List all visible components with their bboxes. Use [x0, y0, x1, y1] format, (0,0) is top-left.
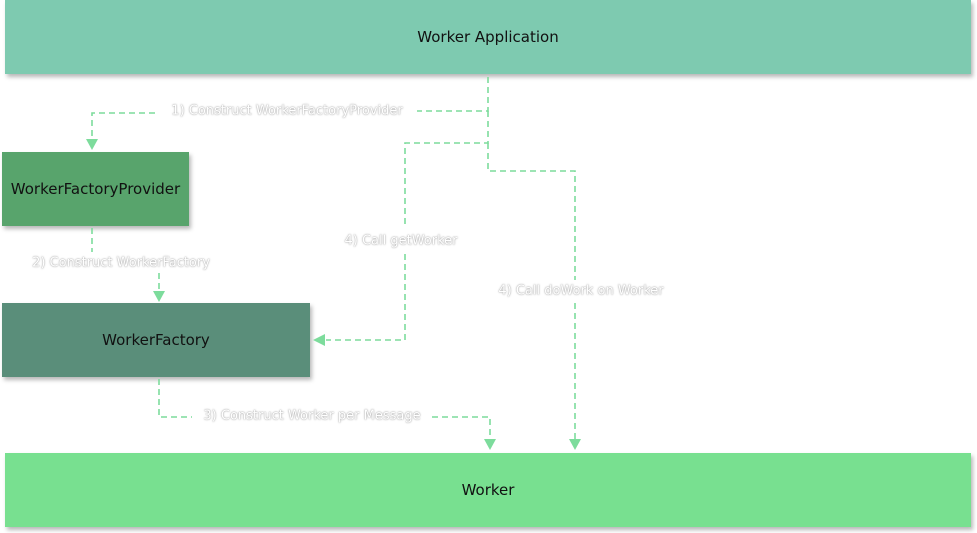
arrowhead-to-provider — [86, 139, 98, 150]
worker-factory-provider-node: WorkerFactoryProvider — [2, 152, 189, 226]
arrowhead-to-factory-from-app — [313, 334, 325, 346]
arrowhead-to-factory — [153, 291, 165, 302]
worker-label: Worker — [461, 481, 515, 499]
connector-construct-worker — [158, 379, 491, 440]
connector-call-get-worker — [326, 111, 489, 341]
arrowhead-to-worker-from-app — [569, 439, 581, 450]
worker-factory-label: WorkerFactory — [102, 331, 210, 349]
edge-label-call-get-worker: 4) Call getWorker — [344, 233, 458, 249]
worker-application-label: Worker Application — [417, 28, 559, 46]
edge-label-construct-factory: 2) Construct WorkerFactory — [32, 255, 210, 271]
edge-label-construct-provider: 1) Construct WorkerFactoryProvider — [171, 103, 403, 119]
worker-node: Worker — [5, 453, 971, 527]
edge-label-construct-worker: 3) Construct Worker per Message — [203, 408, 421, 424]
connector-call-do-work — [487, 143, 576, 440]
worker-factory-provider-label: WorkerFactoryProvider — [10, 180, 181, 198]
edge-label-call-do-work: 4) Call doWork on Worker — [498, 283, 664, 299]
worker-factory-node: WorkerFactory — [2, 303, 310, 377]
connector-construct-factory — [91, 228, 160, 292]
worker-application-node: Worker Application — [5, 0, 971, 74]
arrowhead-to-worker-from-factory — [484, 439, 496, 450]
